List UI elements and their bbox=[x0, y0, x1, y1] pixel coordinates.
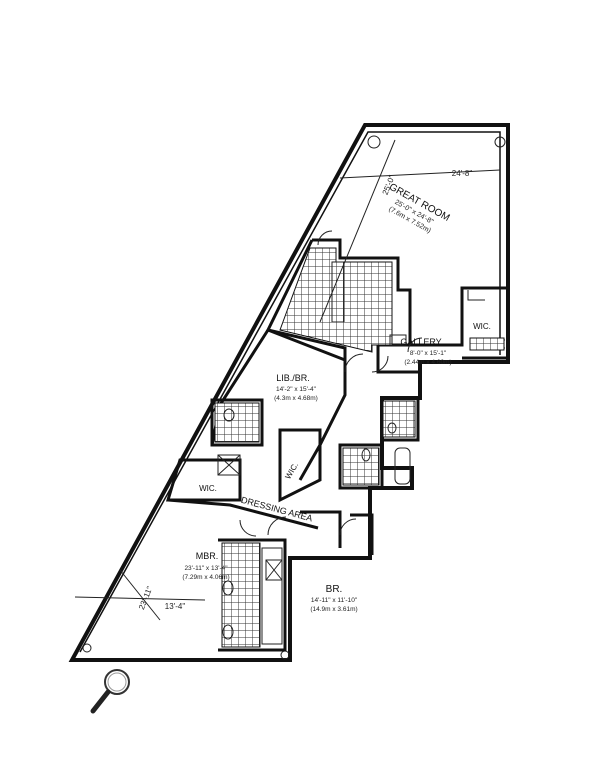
powder-room-tile bbox=[382, 400, 416, 438]
lib-br-metric: (4.3m x 4.68m) bbox=[274, 395, 318, 402]
column-marker bbox=[280, 650, 290, 660]
mbr-length-dim: 23'-11" bbox=[137, 585, 154, 611]
gallery-metric: (2.44m x 4.60m) bbox=[404, 359, 451, 366]
bath-tile-right bbox=[342, 447, 380, 486]
wic-right-label: WIC. bbox=[473, 322, 491, 331]
mbr-metric: (7.29m x 4.06m) bbox=[182, 574, 229, 581]
br-label: BR. bbox=[326, 584, 343, 595]
great-room-width-dim: 24'-8" bbox=[452, 169, 473, 178]
lib-br-dims: 14'-2" x 15'-4" bbox=[276, 386, 317, 393]
doors bbox=[239, 230, 423, 537]
dimension-lines bbox=[74, 139, 501, 621]
toilet bbox=[361, 448, 371, 462]
br-dims: 14'-11" x 11'-10" bbox=[311, 597, 358, 604]
gallery-dims: 8'-0" x 15'-1" bbox=[410, 350, 447, 357]
room-labels: GREAT ROOM 25'-0" x 24'-8" (7.6m x 7.52m… bbox=[137, 169, 491, 613]
tiled-floors bbox=[214, 247, 505, 648]
br-metric: (14.9m x 3.61m) bbox=[310, 606, 357, 613]
wic-center-label: WIC. bbox=[283, 461, 300, 481]
mbr-width-dim: 13'-4" bbox=[165, 602, 186, 611]
toilet bbox=[223, 408, 235, 422]
mbr-label: MBR. bbox=[196, 551, 219, 561]
column-marker bbox=[494, 136, 506, 148]
bathtub bbox=[261, 547, 283, 645]
lib-br-label: LIB./BR. bbox=[276, 373, 310, 383]
toilet bbox=[222, 580, 234, 596]
bathtub bbox=[394, 447, 411, 485]
wic-tile bbox=[469, 337, 505, 351]
magnifier-icon[interactable] bbox=[90, 669, 130, 714]
shower bbox=[265, 559, 283, 581]
sink bbox=[222, 624, 234, 640]
column-marker bbox=[82, 643, 92, 653]
gallery-label: GALLERY bbox=[400, 337, 441, 347]
range bbox=[389, 334, 407, 346]
column-marker bbox=[367, 135, 381, 149]
toilet bbox=[387, 422, 397, 434]
bath-tile bbox=[214, 402, 260, 443]
mbr-dims: 23'-11" x 13'-4" bbox=[184, 565, 228, 572]
shower bbox=[217, 454, 241, 476]
wic-left-label: WIC. bbox=[199, 484, 217, 493]
